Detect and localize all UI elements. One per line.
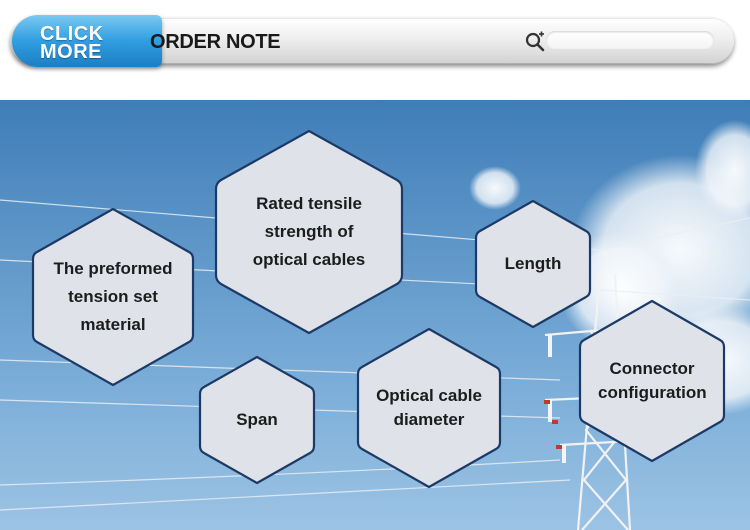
note-label: Connector configuration (598, 359, 707, 402)
note-optical-cable-diameter: Optical cable diameter (354, 326, 504, 490)
hexagon-shape (578, 299, 726, 463)
click-more-button[interactable]: CLICK MORE (12, 15, 162, 67)
click-more-label-line1: CLICK (40, 23, 104, 45)
note-rated-tensile-strength: Rated tensile strength of optical cables (212, 128, 406, 336)
note-label: Rated tensile strength of optical cables (252, 194, 366, 269)
page-title: ORDER NOTE (150, 31, 281, 53)
search-input[interactable] (546, 31, 714, 49)
search-icon[interactable] (524, 30, 546, 52)
hexagon-shape (474, 199, 592, 329)
hexagon-shape (356, 327, 502, 489)
note-preformed-tension-set-material: The preformed tension set material (30, 206, 196, 388)
header: CLICK MORE ORDER NOTE (0, 0, 750, 100)
hexagon-shape (214, 129, 404, 335)
note-connector-configuration: Connector configuration (576, 298, 728, 464)
hexagon-shape (198, 355, 316, 485)
hexagon-shape (31, 207, 195, 387)
note-label: Optical cable diameter (376, 386, 482, 429)
click-more-label-line2: MORE (40, 41, 102, 63)
note-label: The preformed tension set material (53, 259, 173, 334)
note-label: Span (236, 410, 278, 429)
background-photo: The preformed tension set material Rated… (0, 100, 750, 530)
note-length: Length (472, 198, 594, 330)
note-label: Length (504, 254, 562, 273)
note-span: Span (196, 354, 318, 486)
